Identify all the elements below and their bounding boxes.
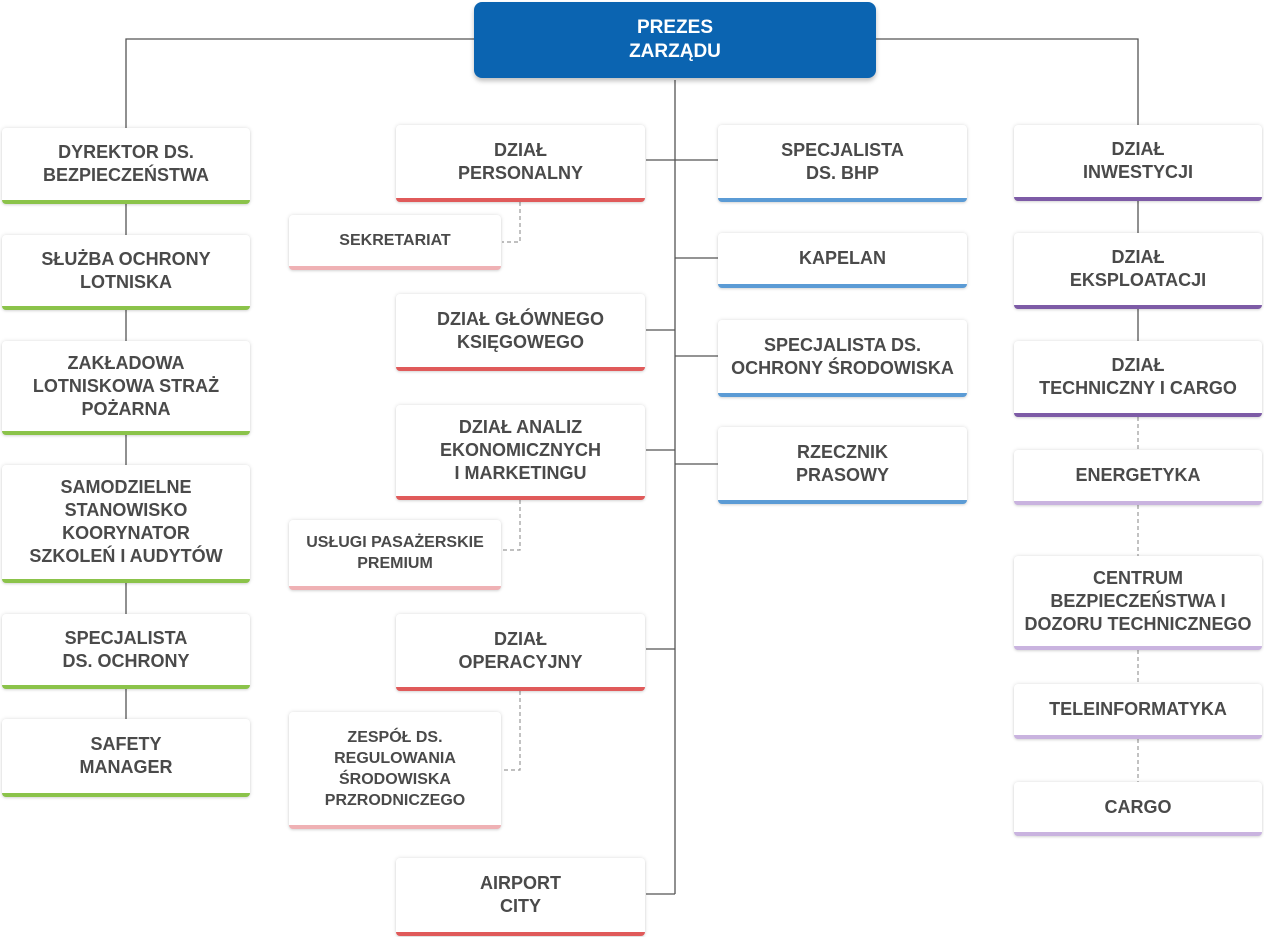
node-energetyka: ENERGETYKA [1014,450,1262,505]
node-dzial-analiz-ekonomicznych: DZIAŁ ANALIZ EKONOMICZNYCH I MARKETINGU [396,405,645,500]
node-dzial-eksploatacji: DZIAŁ EKSPLOATACJI [1014,233,1262,309]
node-dzial-techniczny-cargo: DZIAŁ TECHNICZNY I CARGO [1014,341,1262,417]
node-dzial-glownego-ksiegowego: DZIAŁ GŁÓWNEGO KSIĘGOWEGO [396,294,645,371]
node-zakladowa-straz-pozarna: ZAKŁADOWA LOTNISKOWA STRAŻ POŻARNA [2,341,250,435]
node-specjalista-ochrony-srodowiska: SPECJALISTA DS. OCHRONY ŚRODOWISKA [718,320,967,397]
node-dzial-inwestycji: DZIAŁ INWESTYCJI [1014,125,1262,201]
node-teleinformatyka: TELEINFORMATYKA [1014,684,1262,739]
node-specjalista-ochrony: SPECJALISTA DS. OCHRONY [2,614,250,689]
node-sekretariat: SEKRETARIAT [289,215,501,270]
node-centrum-bezpieczenstwa-dozoru: CENTRUM BEZPIECZEŃSTWA I DOZORU TECHNICZ… [1014,556,1262,650]
node-cargo: CARGO [1014,782,1262,836]
node-specjalista-bhp: SPECJALISTA DS. BHP [718,125,967,202]
node-dzial-operacyjny: DZIAŁ OPERACYJNY [396,614,645,691]
node-dzial-personalny: DZIAŁ PERSONALNY [396,125,645,202]
node-airport-city: AIRPORT CITY [396,858,645,936]
node-rzecznik-prasowy: RZECZNIK PRASOWY [718,427,967,504]
node-dyrektor-bezpieczenstwa: DYREKTOR DS. BEZPIECZEŃSTWA [2,128,250,204]
node-sluzba-ochrony-lotniska: SŁUŻBA OCHRONY LOTNISKA [2,235,250,310]
node-safety-manager: SAFETY MANAGER [2,719,250,797]
node-prezes-zarzadu: PREZES ZARZĄDU [474,2,876,78]
node-uslugi-pasazerskie-premium: USŁUGI PASAŻERSKIE PREMIUM [289,520,501,590]
node-zespol-regulowania-srodowiska: ZESPÓŁ DS. REGULOWANIA ŚRODOWISKA PRZROD… [289,712,501,829]
node-kapelan: KAPELAN [718,233,967,288]
node-koorynator-szkolen: SAMODZIELNE STANOWISKO KOORYNATOR SZKOLE… [2,465,250,583]
